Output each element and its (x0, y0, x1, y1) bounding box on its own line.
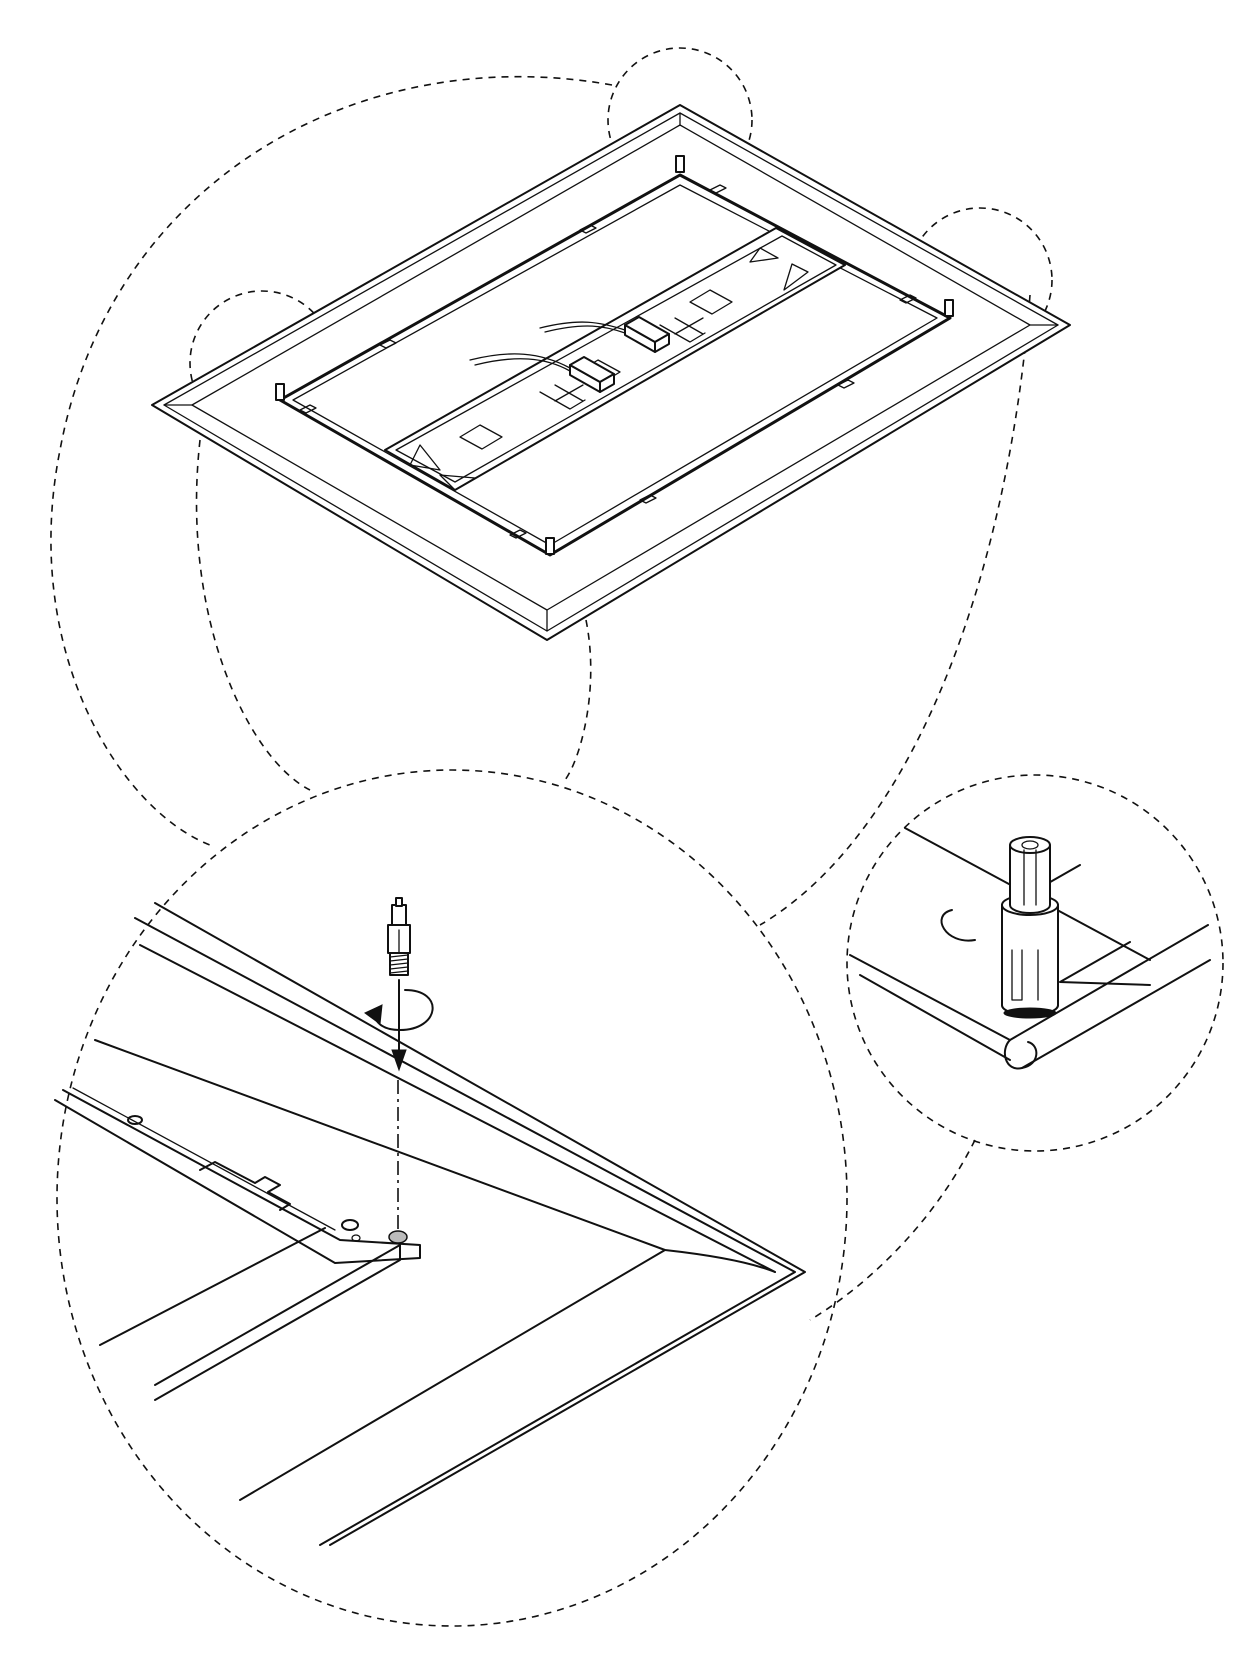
driver-boxes (569, 316, 670, 393)
corner-detail-left (54, 769, 848, 1627)
mounting-hole (388, 1230, 408, 1244)
leader-arc-rightdetail (809, 1139, 976, 1321)
back-frame-corner (54, 1087, 421, 1264)
callout-circle-top (607, 47, 753, 193)
leader-arc-inner (195, 439, 311, 791)
installed-pin-icon (940, 836, 1059, 1019)
detail-circle-right (846, 774, 1224, 1152)
corner-pins (275, 155, 954, 555)
rotate-clockwise-arrow (364, 989, 434, 1031)
detail-circle-left (56, 769, 848, 1627)
overview-panel (151, 104, 1071, 641)
leader-arcs (50, 75, 1031, 1321)
screw-icon (387, 897, 411, 976)
frame-clips (299, 184, 917, 539)
leader-arc-right (759, 294, 1031, 926)
wires (469, 321, 626, 372)
leader-arc-bottom (564, 619, 592, 781)
leader-arc-outer (50, 75, 613, 846)
corner-detail-right (846, 774, 1224, 1152)
insert-down-arrow (391, 979, 407, 1072)
